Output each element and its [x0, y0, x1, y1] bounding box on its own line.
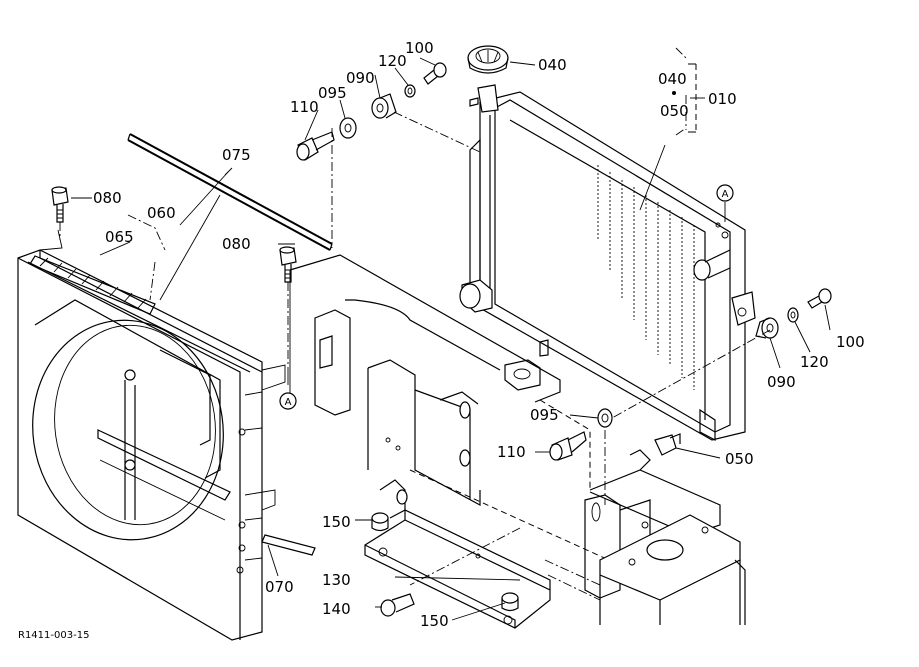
radiator-cap-040	[467, 45, 509, 74]
label-100-right: 100	[836, 333, 865, 351]
label-130: 130	[322, 571, 351, 589]
bolt-140	[380, 593, 415, 617]
assembly-lines	[59, 47, 771, 586]
label-095-bottom: 095	[530, 406, 559, 424]
washer-095-bottom	[597, 408, 613, 428]
label-075: 075	[222, 146, 251, 164]
label-140: 140	[322, 600, 351, 618]
figure-code: R1411-003-15	[18, 630, 89, 641]
label-060: 060	[147, 204, 176, 222]
bolt-080-mid	[279, 246, 297, 283]
reference-mark-a-left: A	[279, 392, 297, 410]
bolt-080-left	[51, 186, 69, 223]
bolt-100-right	[807, 288, 832, 309]
nut-150-left	[371, 512, 389, 532]
label-100-top: 100	[405, 39, 434, 57]
label-080-mid: 080	[222, 235, 251, 253]
bushing-090-right	[755, 317, 779, 339]
radiator	[459, 84, 756, 441]
label-150-left: 150	[322, 513, 351, 531]
label-110-bottom: 110	[497, 443, 526, 461]
svg-text:A: A	[285, 397, 292, 408]
rubber-strip-075	[127, 133, 333, 251]
label-040-top: 040	[538, 56, 567, 74]
label-150-bottom: 150	[420, 612, 449, 630]
callout-labels: 040 040 050 010 100 120 090 095 110 075 …	[18, 39, 865, 641]
washer-095-top	[339, 117, 357, 139]
bracket-010	[672, 63, 697, 133]
label-040-side: 040	[658, 70, 687, 88]
washer-120-top	[404, 84, 416, 98]
label-095-top: 095	[318, 84, 347, 102]
label-120-right: 120	[800, 353, 829, 371]
radiator-core	[597, 165, 695, 390]
label-050-bottom: 050	[725, 450, 754, 468]
drain-cock-050	[654, 433, 681, 456]
bolt-100-top	[423, 62, 447, 85]
label-070: 070	[265, 578, 294, 596]
svg-text:A: A	[722, 189, 729, 200]
lower-mount-plate	[539, 399, 746, 625]
washer-120-right	[787, 307, 799, 323]
bolt-110-top	[296, 131, 335, 161]
bushing-090-top	[371, 93, 397, 119]
leader-lines	[71, 57, 831, 621]
label-065: 065	[105, 228, 134, 246]
reference-mark-a-right: A	[716, 184, 734, 202]
label-090-top: 090	[346, 69, 375, 87]
label-050-side: 050	[660, 102, 689, 120]
bolt-110-bottom	[549, 431, 587, 461]
label-120-top: 120	[378, 52, 407, 70]
label-010: 010	[708, 90, 737, 108]
rod-070	[261, 534, 316, 556]
label-090-right: 090	[767, 373, 796, 391]
label-110-top: 110	[290, 98, 319, 116]
nut-150-bottom	[501, 592, 519, 612]
fan-shroud	[17, 229, 286, 641]
seal-065	[29, 255, 156, 315]
label-080-left: 080	[93, 189, 122, 207]
